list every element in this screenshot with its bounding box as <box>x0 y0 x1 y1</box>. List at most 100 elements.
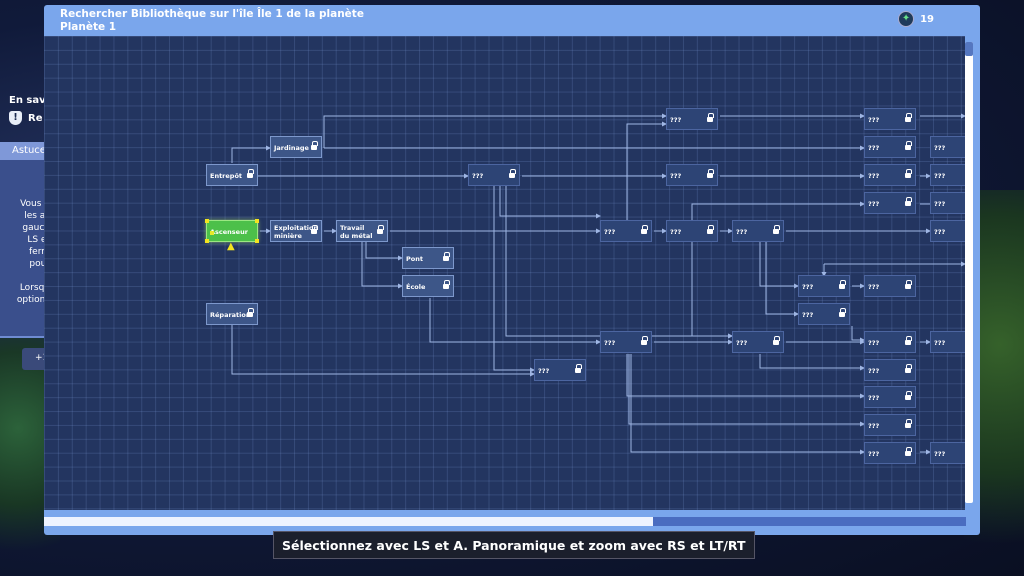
tech-node-label: École <box>406 282 426 291</box>
tech-node-label: ??? <box>604 338 616 347</box>
selection-corner <box>255 239 259 243</box>
lock-icon <box>247 169 254 179</box>
tech-node-label: ??? <box>934 143 946 152</box>
tech-node-unknown[interactable]: ??? <box>798 303 850 325</box>
tech-node-unknown[interactable]: ??? <box>534 359 586 381</box>
tech-node-unknown[interactable]: ??? <box>864 442 916 464</box>
tech-node-unknown[interactable]: ??? <box>666 220 718 242</box>
quest-alert-icon: ! <box>9 111 22 125</box>
tech-node-label: ??? <box>868 338 880 347</box>
tech-node-label: ??? <box>934 338 946 347</box>
tech-node-label: ??? <box>670 227 682 236</box>
tech-node-unknown[interactable]: ??? <box>864 414 916 436</box>
tech-node-label: ??? <box>934 449 946 458</box>
tech-node-unknown[interactable]: ??? <box>600 220 652 242</box>
tech-node-unknown[interactable]: ??? <box>864 386 916 408</box>
tech-node-label: Exploitation minière <box>274 224 319 240</box>
tech-node-unknown[interactable]: ??? <box>732 220 784 242</box>
tip-line: pour <box>29 259 50 269</box>
tech-node-unknown[interactable]: ??? <box>864 136 916 158</box>
tech-node-unknown[interactable]: ??? <box>468 164 520 186</box>
lock-icon <box>641 336 648 346</box>
tech-node-label: ??? <box>604 227 616 236</box>
tech-node-unknown[interactable]: ??? <box>864 192 916 214</box>
tech-node-label: ??? <box>934 227 946 236</box>
tech-node-label: Jardinage <box>274 143 309 152</box>
lock-icon <box>707 113 714 123</box>
lock-icon <box>443 280 450 290</box>
lock-icon <box>905 336 912 346</box>
lock-icon <box>839 280 846 290</box>
tech-node-unknown[interactable]: ??? <box>600 331 652 353</box>
research-points-value: 19 <box>920 13 934 25</box>
lock-icon <box>311 225 318 235</box>
tech-node-travail-du-metal[interactable]: Travail du métal <box>336 220 388 242</box>
lock-icon <box>905 197 912 207</box>
tech-node-unknown[interactable]: ??? <box>930 220 965 242</box>
cursor-arrow-icon: ▲ <box>227 241 235 252</box>
lock-icon <box>247 308 254 318</box>
lock-icon <box>641 225 648 235</box>
tech-node-label: ??? <box>868 282 880 291</box>
tech-node-label: ??? <box>934 171 946 180</box>
tech-tree-canvas[interactable]: Jardinage Entrepôt Ascenseur ▲ Exploitat… <box>44 36 965 510</box>
tip-title: Astuce <box>0 142 50 160</box>
tech-node-entrepot[interactable]: Entrepôt <box>206 164 258 186</box>
vertical-scrollbar[interactable] <box>965 42 973 503</box>
tip-line: LS et <box>27 235 50 245</box>
lock-icon <box>773 225 780 235</box>
tech-node-label: ??? <box>868 421 880 430</box>
lock-icon <box>905 141 912 151</box>
tech-node-label: ??? <box>934 199 946 208</box>
tech-node-unknown[interactable]: ??? <box>930 136 965 158</box>
tech-node-reparation[interactable]: Réparation <box>206 303 258 325</box>
lock-icon <box>773 336 780 346</box>
tech-node-unknown[interactable]: ??? <box>864 275 916 297</box>
tech-node-ascenseur[interactable]: Ascenseur <box>205 219 259 243</box>
tech-node-unknown[interactable]: ??? <box>798 275 850 297</box>
research-points: ✦ 19 <box>898 11 934 27</box>
tech-node-label: ??? <box>802 282 814 291</box>
tech-node-label: ??? <box>868 171 880 180</box>
tech-node-label: Entrepôt <box>210 171 243 180</box>
tech-node-pont[interactable]: Pont <box>402 247 454 269</box>
vertical-scrollbar-thumb[interactable] <box>965 42 973 56</box>
tip-body: Vous p les as gauch LS et ferm pour Lors… <box>10 198 50 306</box>
tech-node-unknown[interactable]: ??? <box>930 192 965 214</box>
hud-quest[interactable]: ! Re <box>9 111 42 125</box>
tech-node-label: ??? <box>670 171 682 180</box>
tech-node-label: Travail du métal <box>340 224 373 240</box>
tip-panel <box>0 142 50 338</box>
hud-quest-text: Re <box>28 112 43 124</box>
tech-node-jardinage[interactable]: Jardinage <box>270 136 322 158</box>
horizontal-scrollbar-thumb[interactable] <box>44 517 653 526</box>
tech-node-unknown[interactable]: ??? <box>864 331 916 353</box>
tech-tree-links <box>231 113 965 455</box>
tech-node-ecole[interactable]: École <box>402 275 454 297</box>
tip-line: gauch <box>22 223 50 233</box>
window-title-line2: Planète 1 <box>60 21 117 33</box>
tip-line: ferm <box>28 247 50 257</box>
tech-node-unknown[interactable]: ??? <box>930 164 965 186</box>
lock-icon <box>311 141 318 151</box>
tip-line: les as <box>24 211 50 221</box>
tech-node-unknown[interactable]: ??? <box>930 442 965 464</box>
tech-node-unknown[interactable]: ??? <box>666 164 718 186</box>
tech-node-label: ??? <box>868 449 880 458</box>
tip-line: Vous p <box>20 199 50 209</box>
tech-node-label: ??? <box>538 366 550 375</box>
tech-node-unknown[interactable]: ??? <box>864 359 916 381</box>
tech-node-label: ??? <box>868 143 880 152</box>
tech-node-exploitation[interactable]: Exploitation minière <box>270 220 322 242</box>
tech-node-unknown[interactable]: ??? <box>732 331 784 353</box>
lock-icon <box>905 169 912 179</box>
lock-icon <box>905 113 912 123</box>
tech-node-unknown[interactable]: ??? <box>930 331 965 353</box>
lock-icon <box>707 169 714 179</box>
research-points-icon: ✦ <box>898 11 915 27</box>
tech-node-unknown[interactable]: ??? <box>666 108 718 130</box>
tech-node-unknown[interactable]: ??? <box>864 164 916 186</box>
lock-icon <box>509 169 516 179</box>
tech-node-label: ??? <box>868 199 880 208</box>
tech-node-unknown[interactable]: ??? <box>864 108 916 130</box>
